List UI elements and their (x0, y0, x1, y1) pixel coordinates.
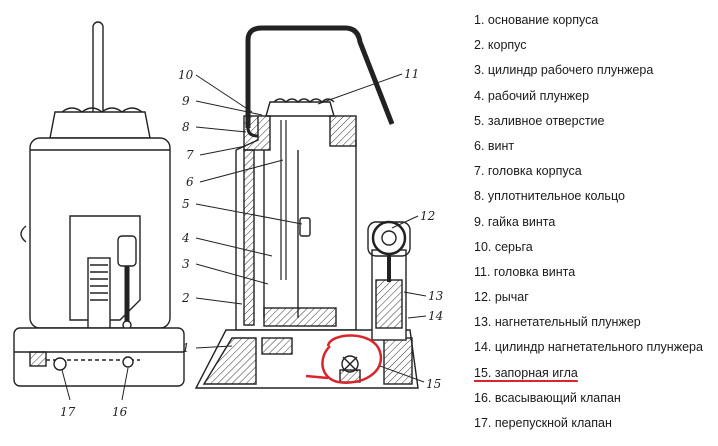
callout-1: 1 (182, 341, 190, 355)
legend-item: 3. цилиндр рабочего плунжера (474, 58, 714, 83)
legend-item: 17. перепускной клапан (474, 411, 714, 436)
highlight-circle (305, 334, 383, 384)
hydraulic-jack-drawing: 1 2 3 4 5 6 7 8 9 10 11 12 13 14 15 16 1… (13, 21, 444, 419)
callout-2: 2 (181, 291, 190, 305)
right-view (194, 25, 419, 389)
legend-item: 8. уплотнительное кольцо (474, 184, 714, 209)
legend-item-text: 16. всасывающий клапан (474, 390, 621, 405)
legend-item: 13. нагнетательный плунжер (474, 310, 714, 335)
legend-item: 15. запорная игла (474, 361, 714, 386)
legend-item-text: 14. цилиндр нагнетательного плунжера (474, 340, 703, 355)
legend-item: 5. заливное отверстие (474, 109, 714, 134)
legend-item: 9. гайка винта (474, 210, 714, 235)
legend-item-text: 4. рабочий плунжер (474, 88, 590, 103)
callout-labels: 1 2 3 4 5 6 7 8 9 10 11 12 13 14 15 16 1… (60, 67, 444, 419)
callout-17: 17 (60, 405, 76, 419)
legend-item-text: 3. цилиндр рабочего плунжера (474, 63, 654, 78)
callout-6: 6 (186, 175, 194, 189)
parts-legend: 1. основание корпуса 2. корпус 3. цилиндр … (474, 8, 714, 436)
callout-11: 11 (404, 67, 419, 81)
legend-item: 4. рабочий плунжер (474, 84, 714, 109)
legend-item-text: 13. нагнетательный плунжер (474, 315, 641, 330)
callout-14: 14 (428, 309, 443, 323)
legend-item-text: 11. головка винта (474, 264, 576, 279)
legend-item: 10. серьга (474, 235, 714, 260)
callout-3: 3 (182, 257, 190, 271)
legend-item: 2. корпус (474, 33, 714, 58)
legend-item-text: 9. гайка винта (474, 214, 556, 229)
callout-13: 13 (428, 289, 444, 303)
legend-item-text: 1. основание корпуса (474, 13, 599, 27)
callout-12: 12 (420, 209, 435, 223)
legend-item-text: 17. перепускной клапан (474, 416, 612, 430)
legend-item-text: 2. корпус (474, 38, 527, 53)
legend-item: 1. основание корпуса (474, 8, 714, 33)
legend-item: 16. всасывающий клапан (474, 386, 714, 411)
callout-16: 16 (112, 405, 128, 419)
legend-item-text: 12. рычаг (474, 290, 529, 305)
legend-item: 12. рычаг (474, 285, 714, 310)
legend-item-text: 15. запорная игла (474, 365, 578, 380)
legend-item: 14. цилиндр нагнетательного плунжера (474, 335, 714, 360)
legend-item: 11. головка винта (474, 260, 714, 285)
callout-7: 7 (186, 148, 194, 162)
callout-4: 4 (181, 231, 190, 245)
legend-item-text: 6. винт (474, 138, 515, 153)
callout-8: 8 (182, 120, 190, 134)
legend-item: 6. винт (474, 134, 714, 159)
callout-15: 15 (426, 377, 441, 391)
leader-lines (195, 73, 427, 383)
legend-item-text: 7. головка корпуса (474, 164, 582, 179)
legend-item: 7. головка корпуса (474, 159, 714, 184)
left-view (13, 21, 185, 401)
callout-5: 5 (182, 197, 190, 211)
legend-item-text: 5. заливное отверстие (474, 113, 605, 128)
legend-item-text: 10. серьга (474, 239, 533, 254)
callout-9: 9 (182, 94, 190, 108)
callout-10: 10 (178, 68, 194, 82)
legend-item-text: 8. уплотнительное кольцо (474, 189, 625, 204)
